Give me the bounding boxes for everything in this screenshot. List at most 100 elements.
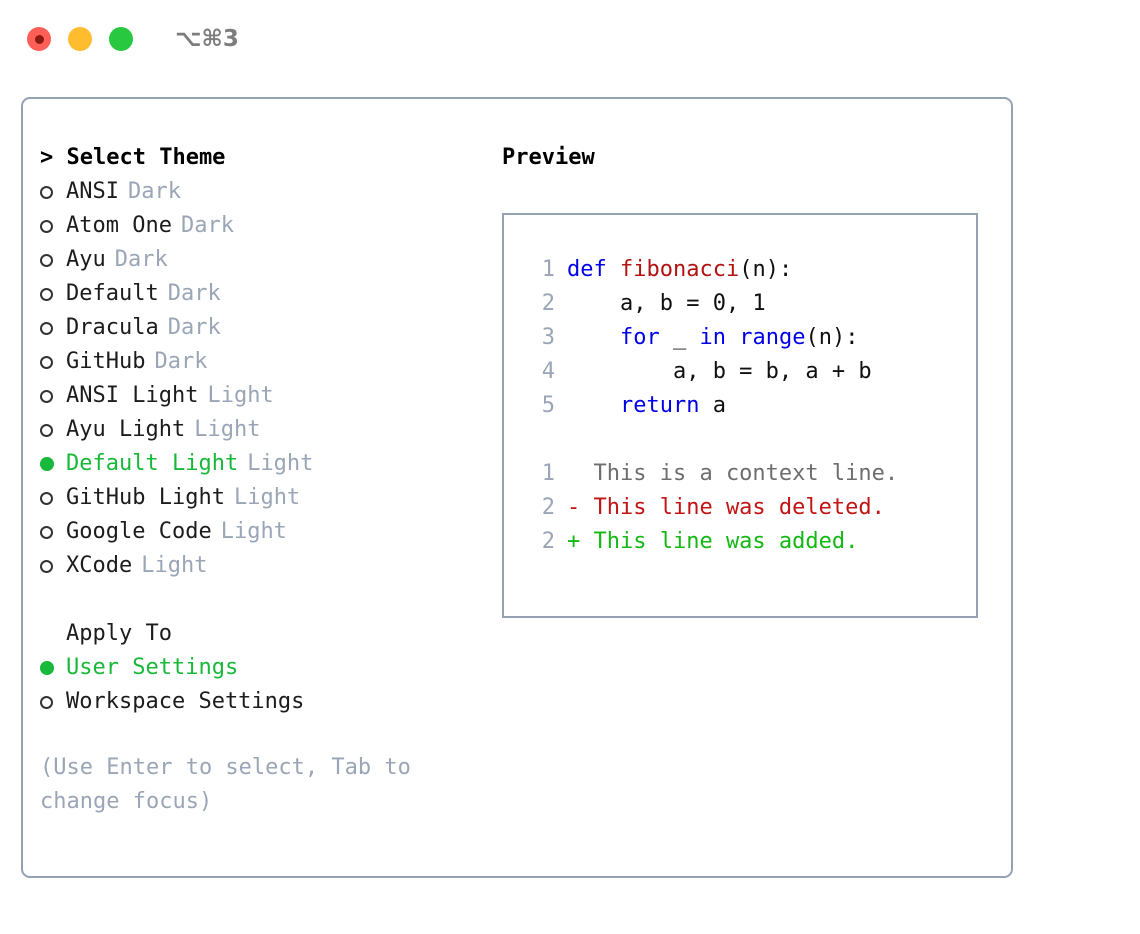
token-plain: (n): [739, 257, 793, 282]
diff-line: 1 This is a context line. [504, 457, 976, 491]
token-fn: fibonacci [620, 257, 740, 282]
radio-empty-icon [40, 311, 66, 345]
radio-dot [40, 559, 53, 573]
diff-line: 2 + This line was added. [504, 525, 976, 559]
radio-empty-icon [40, 345, 66, 379]
theme-option-label: Atom One [66, 213, 172, 238]
code-content: for _ in range(n): [567, 321, 858, 355]
radio-dot [40, 253, 53, 267]
maximize-button[interactable] [109, 27, 133, 51]
theme-picker-heading: > Select Theme [40, 145, 226, 170]
radio-dot [40, 355, 53, 369]
keyboard-shortcut-label: ⌥⌘3 [175, 26, 239, 52]
radio-dot [40, 525, 53, 539]
theme-option-label: ANSI Light [66, 383, 199, 408]
radio-empty-icon [40, 413, 66, 447]
theme-variant-tag: Light [233, 485, 301, 510]
code-line: 1 def fibonacci(n): [504, 253, 976, 287]
token-ctx: This is a context line. [567, 461, 899, 486]
theme-variant-tag: Light [194, 417, 261, 442]
radio-selected-icon [40, 651, 66, 685]
line-number: 3 [541, 325, 555, 350]
code-content: def fibonacci(n): [567, 253, 792, 287]
list-spacer [40, 583, 480, 617]
line-number: 2 [541, 495, 555, 520]
theme-variant-tag: Light [207, 383, 274, 408]
line-number: 2 [541, 529, 555, 554]
apply-to-option-0[interactable]: User Settings [40, 651, 480, 685]
token-kw: for [619, 325, 660, 350]
theme-option-label: GitHub [66, 349, 146, 374]
token-kw: return [619, 393, 700, 418]
radio-dot [40, 287, 53, 301]
theme-variant-tag: Light [220, 519, 287, 544]
theme-option-label: ANSI [66, 179, 119, 204]
apply-to-heading: Apply To [66, 621, 172, 646]
theme-option-label: GitHub Light [66, 485, 225, 510]
window-controls [27, 27, 133, 51]
code-content: a, b = b, a + b [567, 355, 872, 389]
code-line: 5 return a [504, 389, 976, 423]
diff-content: + This line was added. [567, 525, 858, 559]
theme-option-9[interactable]: GitHub Light Light [40, 481, 480, 515]
token-plain [567, 325, 620, 350]
theme-option-label: Default Light [66, 451, 239, 476]
line-number: 1 [541, 461, 555, 486]
radio-dot [40, 457, 54, 471]
radio-empty-icon [40, 515, 66, 549]
preview-title: Preview [502, 145, 595, 170]
theme-variant-tag: Dark [167, 281, 221, 306]
token-kw: range [739, 325, 806, 350]
theme-option-8[interactable]: Default Light Light [40, 447, 480, 481]
apply-to-option-label: User Settings [66, 655, 239, 680]
theme-option-1[interactable]: Atom One Dark [40, 209, 480, 243]
theme-option-label: XCode [66, 553, 133, 578]
theme-variant-tag: Dark [127, 179, 181, 204]
token-plain: (n): [805, 325, 859, 350]
line-number: 1 [541, 257, 555, 282]
token-kw: def [567, 257, 607, 282]
radio-empty-icon [40, 243, 66, 277]
token-plain [607, 257, 620, 282]
theme-option-label: Default [66, 281, 159, 306]
apply-to-option-1[interactable]: Workspace Settings [40, 685, 480, 719]
theme-option-label: Dracula [66, 315, 159, 340]
token-plain: _ [659, 325, 700, 350]
diff-sample: 1 This is a context line.2- This line wa… [504, 457, 976, 559]
token-add: + This line was added. [567, 529, 859, 554]
theme-variant-tag: Light [141, 553, 208, 578]
code-content: a, b = 0, 1 [567, 287, 766, 321]
theme-option-3[interactable]: Default Dark [40, 277, 480, 311]
radio-empty-icon [40, 277, 66, 311]
radio-dot [40, 423, 53, 437]
theme-variant-tag: Light [247, 451, 314, 476]
theme-option-0[interactable]: ANSI Dark [40, 175, 480, 209]
theme-option-label: Ayu [66, 247, 106, 272]
close-button[interactable] [27, 27, 51, 51]
diff-line: 2- This line was deleted. [504, 491, 976, 525]
token-plain [726, 325, 739, 350]
code-content: return a [567, 389, 726, 423]
theme-variant-tag: Dark [154, 349, 208, 374]
theme-option-6[interactable]: ANSI Light Light [40, 379, 480, 413]
minimize-button[interactable] [68, 27, 92, 51]
radio-empty-icon [40, 685, 66, 719]
line-number: 2 [541, 291, 555, 316]
diff-content: This is a context line. [567, 457, 898, 491]
token-plain [567, 393, 620, 418]
radio-dot [40, 185, 53, 199]
theme-variant-tag: Dark [180, 213, 234, 238]
keyboard-hint: (Use Enter to select, Tab to change focu… [40, 755, 425, 814]
radio-dot [40, 491, 53, 505]
theme-option-5[interactable]: GitHub Dark [40, 345, 480, 379]
radio-selected-icon [40, 447, 66, 481]
theme-option-11[interactable]: XCode Light [40, 549, 480, 583]
